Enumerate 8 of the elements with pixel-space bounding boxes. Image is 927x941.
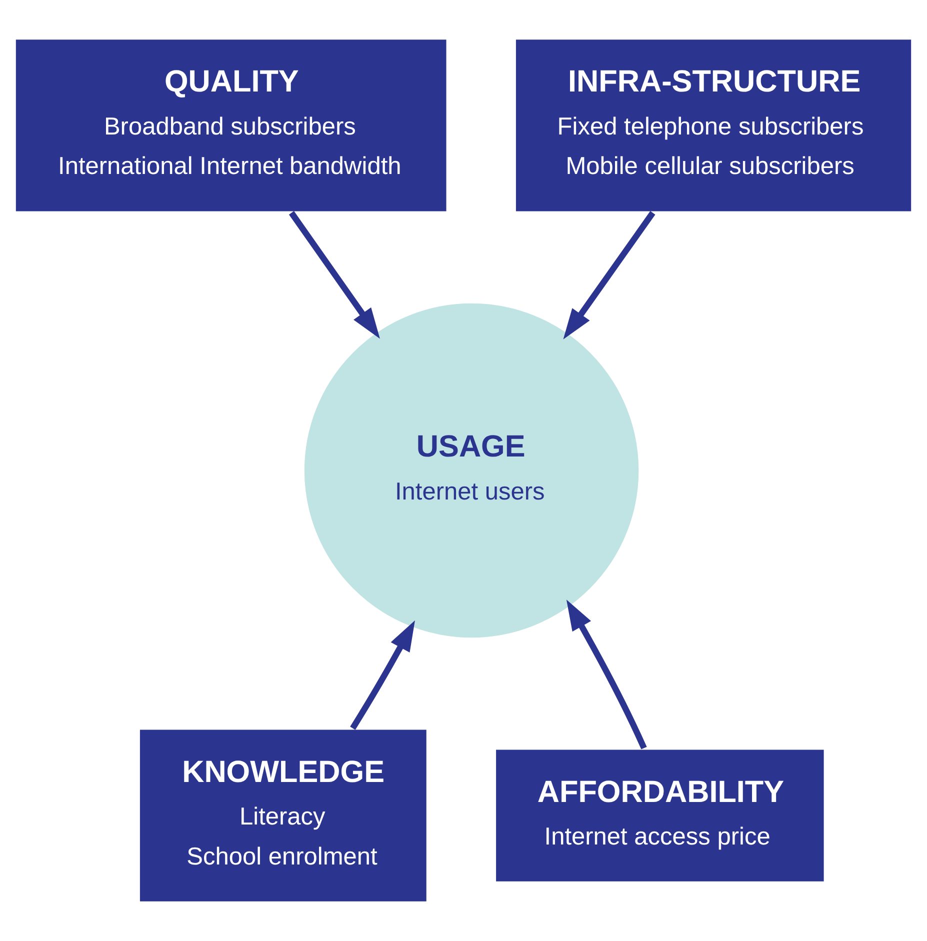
arrow [566, 600, 647, 750]
arrow [288, 211, 380, 339]
node-box: INFRA-STRUCTURE Fixed telephone subscribers Mobile cellular subscribers [512, 36, 914, 214]
arrow [563, 211, 656, 340]
node-box: KNOWLEDGE Literacy School enrolment [136, 726, 430, 904]
node-box: QUALITY Broadband subscribers International Internet bandwidth [12, 36, 450, 214]
node-circle: USAGE Internet users [301, 300, 642, 641]
arrow [350, 620, 415, 730]
